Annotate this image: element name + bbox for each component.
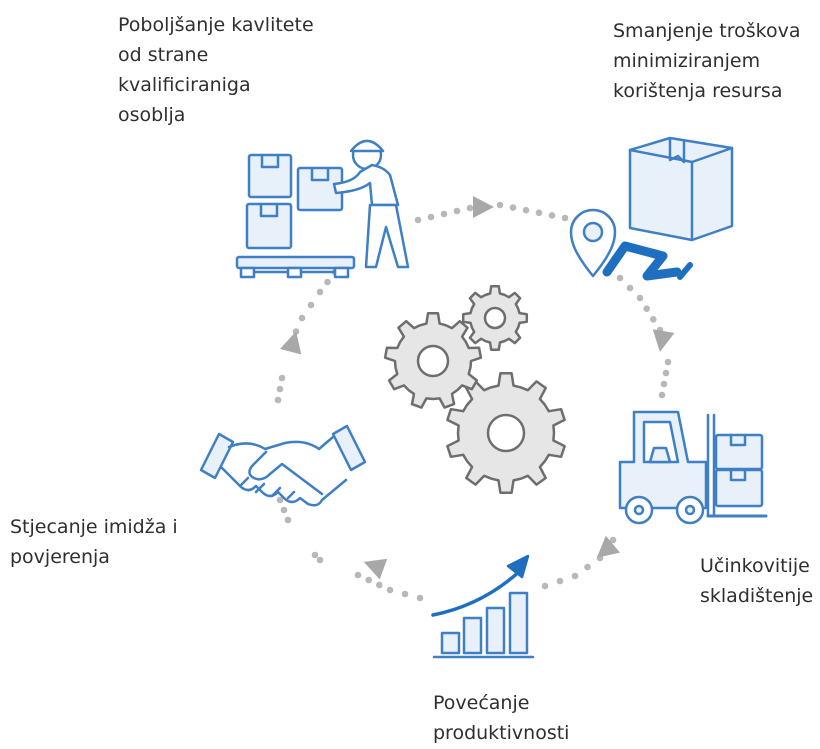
label-line: osoblja xyxy=(118,104,186,126)
path-dot xyxy=(466,204,474,212)
path-dot xyxy=(307,301,315,309)
gears-icon xyxy=(383,284,566,494)
path-dot xyxy=(662,369,670,377)
cycle-arrows xyxy=(280,196,675,580)
path-dot xyxy=(522,206,530,214)
label-quality-improvement: Poboljšanje kavlitete od strane kvalific… xyxy=(118,10,314,130)
path-dot xyxy=(316,556,324,564)
small-gear-icon xyxy=(461,284,529,352)
path-dot xyxy=(650,316,657,323)
path-dot xyxy=(414,216,422,224)
handshake-icon xyxy=(199,424,367,507)
label-line: Povećanje xyxy=(433,692,530,714)
cycle-arrow-icon xyxy=(280,331,302,355)
delivery-box-route-icon xyxy=(569,136,734,281)
path-dot xyxy=(274,396,282,404)
path-dot xyxy=(298,314,306,322)
large-gear-icon xyxy=(446,372,566,494)
path-dot xyxy=(658,391,666,399)
path-dot xyxy=(626,284,634,292)
path-dot xyxy=(365,576,373,584)
path-dot xyxy=(556,577,564,585)
path-dot xyxy=(541,582,549,590)
path-dot xyxy=(324,278,331,286)
path-dot xyxy=(440,210,448,218)
label-line: produktivnosti xyxy=(433,722,570,744)
path-dot xyxy=(311,551,319,559)
path-dot xyxy=(386,586,394,594)
label-cost-reduction: Smanjenje troškova minimiziranjem korišt… xyxy=(613,16,800,106)
path-dot xyxy=(316,288,324,296)
label-line: Poboljšanje kavlitete xyxy=(118,14,314,36)
growth-bar-chart-icon xyxy=(431,554,535,659)
label-line: Učinkovitije xyxy=(700,555,810,577)
path-dot xyxy=(664,358,672,366)
path-dot xyxy=(496,201,504,209)
path-dot xyxy=(280,506,288,514)
label-line: Stjecanje imidža i xyxy=(10,516,178,538)
label-line: od strane xyxy=(118,44,209,66)
path-dot xyxy=(278,374,286,382)
cycle-arrow-icon xyxy=(363,558,388,580)
path-dot xyxy=(584,563,591,571)
label-efficient-storage: Učinkovitije skladištenje xyxy=(700,551,813,611)
forklift-icon xyxy=(618,410,768,525)
path-dot xyxy=(561,214,569,222)
path-dot xyxy=(660,380,668,388)
path-dot xyxy=(276,385,284,393)
path-dot xyxy=(509,204,517,211)
path-dot xyxy=(401,590,409,598)
path-dot xyxy=(535,209,543,217)
path-dot xyxy=(284,516,292,524)
label-line: Smanjenje troškova xyxy=(613,20,801,42)
path-dot xyxy=(609,536,617,544)
path-dot xyxy=(354,571,362,579)
label-line: minimiziranjem xyxy=(613,50,761,72)
label-image-trust: Stjecanje imidža i povjerenja xyxy=(10,512,178,572)
label-line: povjerenja xyxy=(10,546,110,568)
path-dot xyxy=(427,213,435,221)
path-dot xyxy=(571,572,579,580)
path-dot xyxy=(616,274,624,282)
path-dot xyxy=(292,328,300,335)
path-dot xyxy=(636,294,644,302)
path-dot xyxy=(548,212,556,219)
label-productivity-increase: Povećanje produktivnosti xyxy=(433,688,569,748)
cycle-arrow-icon xyxy=(473,196,494,218)
path-dot xyxy=(376,581,383,589)
label-line: skladištenje xyxy=(700,585,814,607)
medium-gear-icon xyxy=(383,312,483,409)
path-dot xyxy=(453,207,461,215)
path-dot xyxy=(416,594,424,602)
path-dot xyxy=(276,496,284,504)
path-dot xyxy=(643,305,650,313)
label-line: kvalificiraniga xyxy=(118,74,251,96)
worker-with-boxes-icon xyxy=(235,139,410,279)
cycle-arrow-icon xyxy=(652,329,675,352)
label-line: korištenja resursa xyxy=(613,80,783,102)
cycle-arrow-icon xyxy=(596,535,620,558)
